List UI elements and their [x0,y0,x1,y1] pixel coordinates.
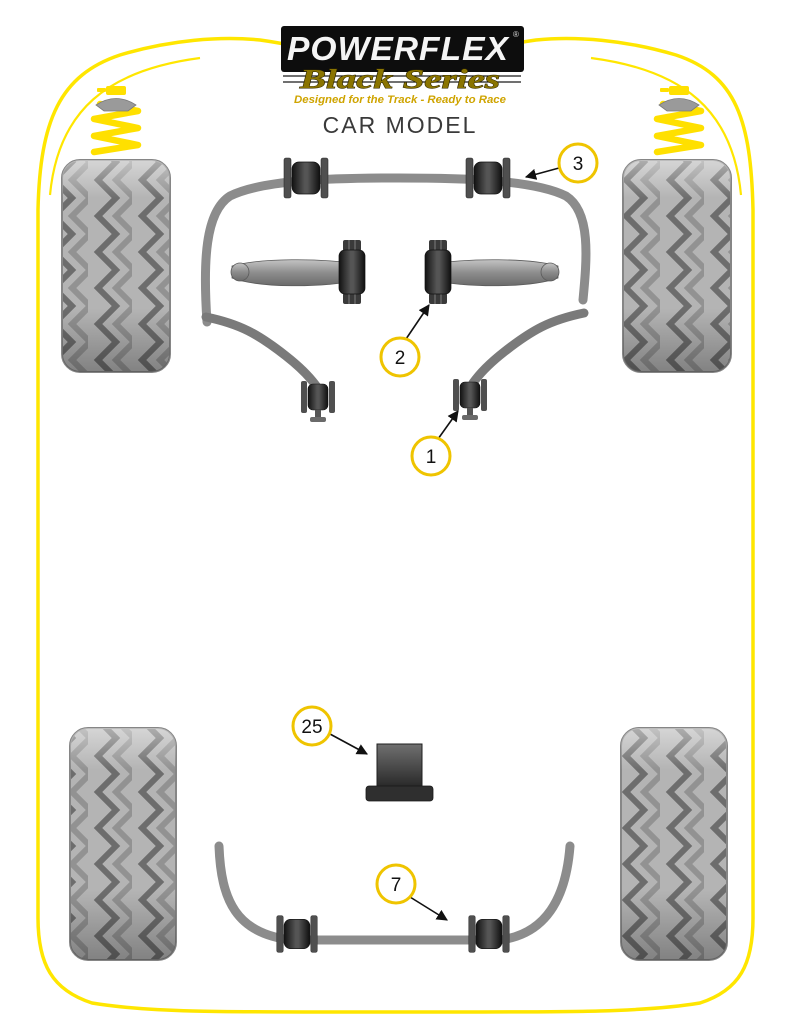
callout-2: 2 [379,304,430,378]
control-arm-bushing-left [338,239,366,305]
callout-25: 25 [291,705,368,755]
callout-3-arrow [524,167,560,180]
callout-1: 1 [410,410,459,477]
tire-rear-right [620,727,728,961]
car-body [36,36,755,1014]
hood-line-right [590,56,743,196]
callout-25-arrow [329,733,368,755]
callout-25-circle [291,705,333,747]
callout-7-label: 7 [391,875,402,896]
callout-1-label: 1 [426,447,437,468]
callout-3-circle [557,142,599,184]
hood-line-left [48,56,201,196]
callout-1-arrow [437,410,459,440]
callout-3: 3 [524,142,599,184]
control-arm-bushing-right [424,239,452,305]
callout-2-label: 2 [395,348,406,369]
callout-7: 7 [375,863,448,921]
brand-logo: POWERFLEX ® Black Series Designed for th… [281,26,524,106]
tire-front-right [622,159,732,373]
callout-2-circle [379,336,421,378]
brand-text: POWERFLEX [287,30,510,67]
lower-arm-bushing-right [452,378,488,421]
callout-2-arrow [405,304,430,340]
tire-front-left [61,159,171,373]
lower-arm-left [201,312,322,392]
lower-engine-mount [365,743,434,802]
spring-front-left [94,86,138,152]
control-arm-left [230,259,361,287]
callout-25-label: 25 [301,717,322,738]
callout-1-circle [410,435,452,477]
page-title: CAR MODEL [323,112,478,138]
callout-3-label: 3 [573,154,584,175]
rear-arb-bushing-right [468,915,510,953]
callout-7-circle [375,863,417,905]
lower-arm-right [468,308,589,388]
callout-7-arrow [409,896,448,921]
registered-mark: ® [513,30,519,39]
front-anti-roll-bar [200,173,591,327]
front-arb-bushing-left [283,157,329,199]
tire-rear-left [69,727,177,961]
lower-arm-bushing-left [300,380,336,423]
logo-background [281,26,524,72]
tagline-text: Designed for the Track - Ready to Race [294,94,506,106]
car-body-outline [36,36,755,1014]
series-text: Black Series [299,64,500,94]
rear-arb-bushing-left [276,915,318,953]
front-arb-bushing-right [465,157,511,199]
